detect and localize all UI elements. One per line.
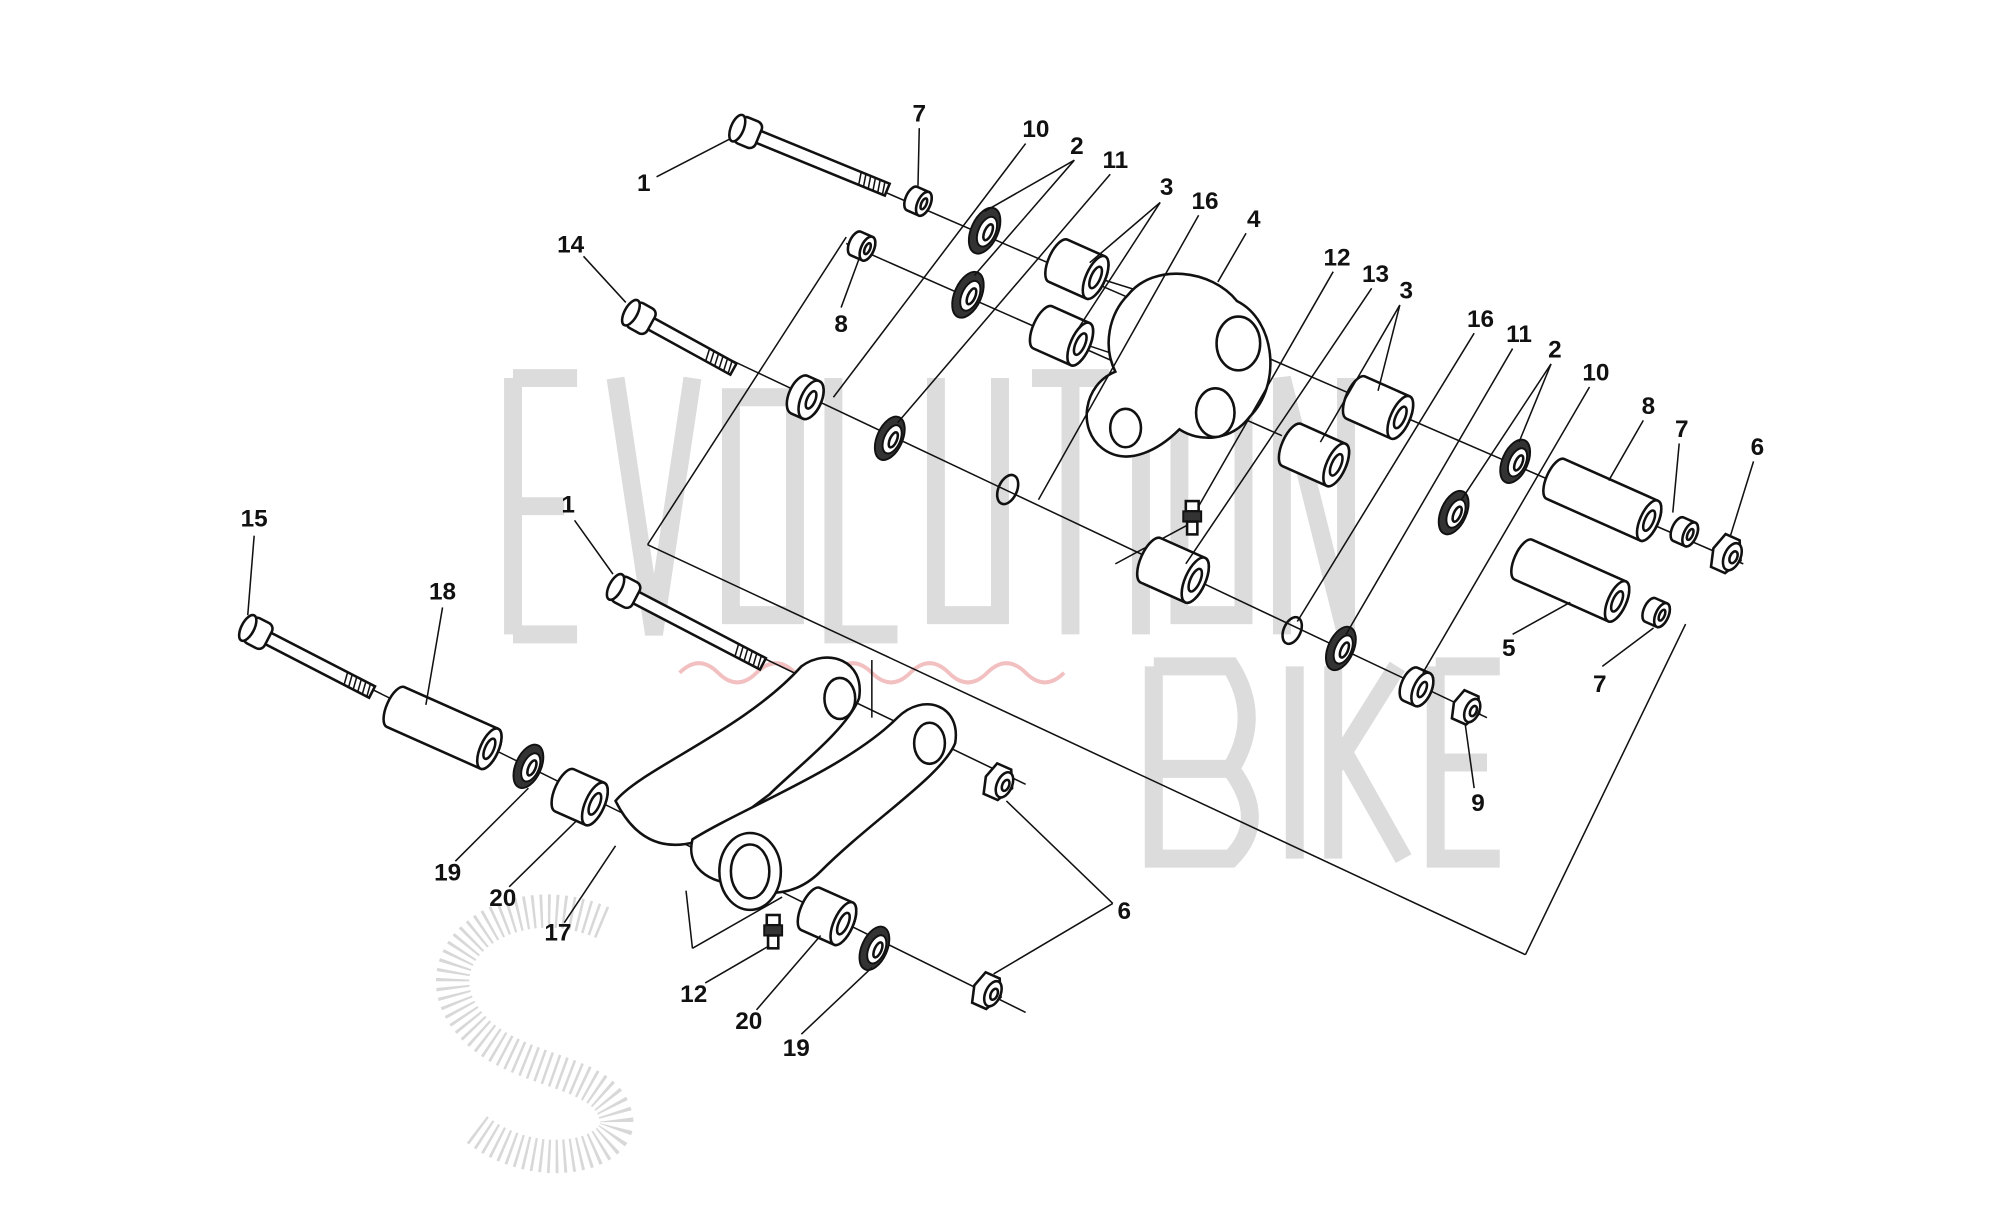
bolt-14 [620,298,739,377]
nut-6 [1709,532,1744,575]
callout-8: 8 [834,311,848,338]
bushing-3 [1044,238,1110,301]
callout-1: 1 [637,170,651,197]
callout-20: 20 [735,1008,762,1035]
bushing-3 [1277,422,1351,488]
callout-2: 2 [1070,133,1084,160]
callout-7: 7 [1675,416,1689,443]
seal-11 [873,415,906,461]
callout-3: 3 [1399,278,1413,305]
spacer-10 [785,374,825,421]
bolt-15 [237,613,377,700]
spacer-10 [1398,666,1435,708]
link-arm [614,656,958,912]
sleeve-8 [1542,457,1663,543]
bolt-1-lower [605,572,768,672]
callout-8: 8 [1642,393,1656,420]
bearing-2 [967,206,1002,255]
watermark-logo [436,369,1500,1174]
callout-2: 2 [1548,337,1562,364]
callout-11: 11 [1102,147,1128,174]
callout-12: 12 [1324,244,1351,271]
bolt-1-top [728,113,892,198]
nut-9 [1450,688,1482,727]
grease-nipple-12 [763,913,784,950]
callout-16: 16 [1192,188,1219,215]
callout-10: 10 [1582,360,1609,387]
callout-1: 1 [561,492,575,519]
bearing-19 [858,925,891,971]
watermark-brand-evolution-mark [504,369,1355,644]
bushing-20 [796,886,858,947]
circlip-16 [1281,615,1304,646]
bushing-20 [550,767,610,827]
bearing-19 [512,743,545,790]
callout-12: 12 [680,981,707,1008]
circlip-16 [995,473,1020,506]
parts-layer [237,113,1744,1011]
nut-6 [970,970,1003,1011]
bearing-2 [1437,489,1470,536]
seal-11 [1325,625,1357,672]
callout-17: 17 [544,920,571,947]
callout-13: 13 [1362,261,1389,288]
grease-nipple-12 [1182,499,1203,536]
callout-5: 5 [1502,635,1516,662]
callout-6: 6 [1751,434,1765,461]
leader-lines [246,128,1755,1035]
callout-3: 3 [1160,174,1174,201]
callout-9: 9 [1471,790,1485,817]
bearing-2 [951,270,985,319]
callout-14: 14 [557,231,585,258]
bushing-13 [1135,536,1211,605]
washer-7 [1669,515,1700,548]
callout-labels: 1 7 10 2 11 3 16 4 14 8 12 13 3 16 11 2 … [241,101,1765,1062]
washer-7 [1641,596,1672,629]
callout-18: 18 [429,579,456,606]
callout-10: 10 [1022,116,1049,143]
callout-15: 15 [241,506,268,533]
watermark-monogram-mark [436,894,634,1174]
bushing-3 [1028,304,1095,367]
washer-8 [846,230,877,262]
callout-6: 6 [1118,898,1132,925]
nut-6 [982,761,1015,802]
callout-20: 20 [489,885,516,912]
callout-16: 16 [1467,306,1494,333]
watermark-brand-bike-mark [1144,657,1500,868]
callout-4: 4 [1247,206,1261,233]
callout-19: 19 [783,1035,810,1062]
bearing-2 [1499,438,1532,485]
callout-11: 11 [1506,321,1532,348]
washer-7 [903,185,933,218]
sleeve-18 [382,685,503,771]
rocker-arm [1085,272,1272,458]
sleeve-5 [1510,538,1631,623]
callout-7: 7 [912,101,926,128]
callout-19: 19 [434,859,461,886]
callout-7: 7 [1593,671,1607,698]
